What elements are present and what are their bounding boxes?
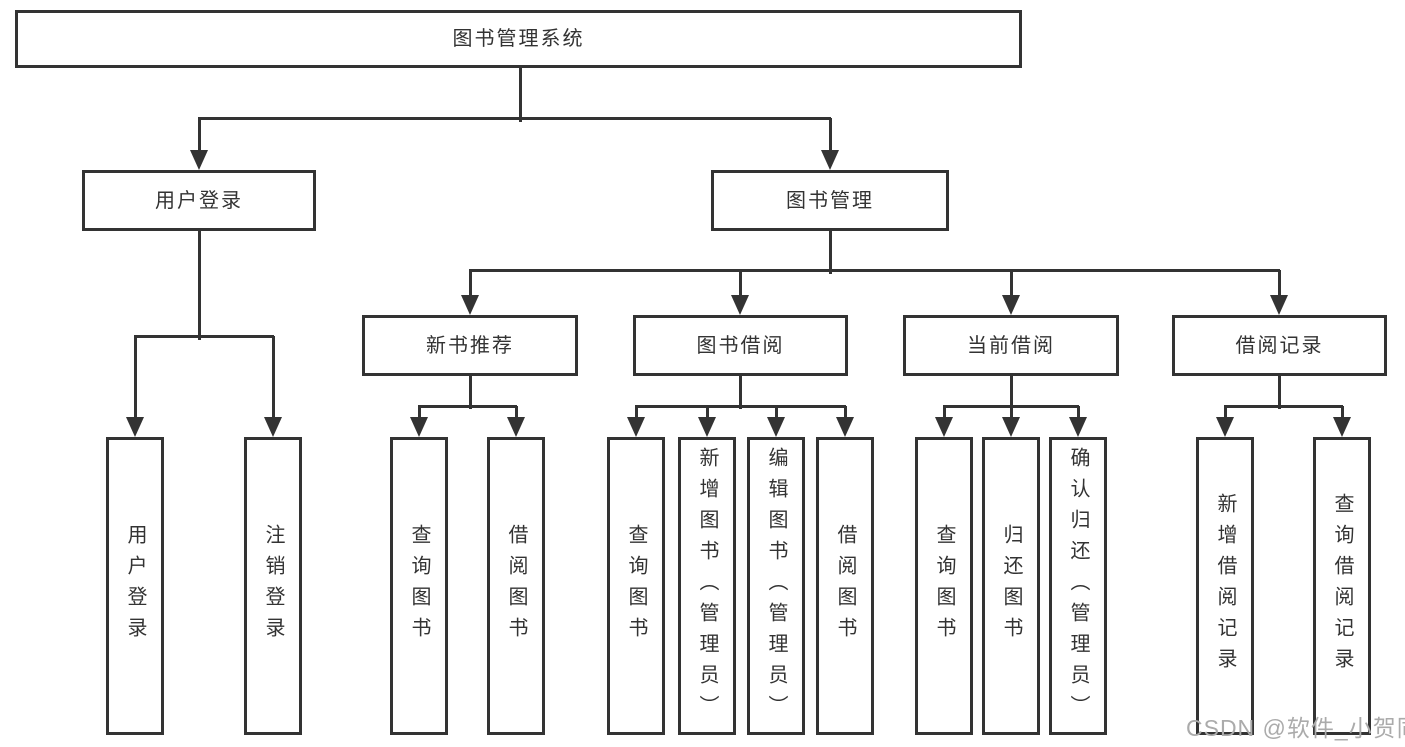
connector-line-vertical (706, 406, 709, 421)
connector-line-vertical (198, 231, 201, 340)
arrowhead-down-icon (1216, 417, 1234, 437)
arrowhead-down-icon (264, 417, 282, 437)
connector-line-vertical (134, 336, 137, 421)
connector-line-vertical (1278, 376, 1281, 409)
connector-line-vertical (418, 406, 421, 421)
node-leaf-query-books-borrowing: 查询图书 (607, 437, 665, 735)
node-borrowing-records: 借阅记录 (1172, 315, 1387, 376)
node-book-borrowing: 图书借阅 (633, 315, 848, 376)
connector-line-vertical (1010, 270, 1013, 299)
arrowhead-down-icon (767, 417, 785, 437)
node-leaf-borrow-books-recommend: 借阅图书 (487, 437, 545, 735)
connector-line-vertical (272, 336, 275, 421)
connector-line-horizontal (134, 335, 274, 338)
connector-line-vertical (943, 406, 946, 421)
connector-line-horizontal (198, 117, 831, 120)
node-book-management: 图书管理 (711, 170, 949, 231)
connector-line-vertical (1278, 270, 1281, 299)
node-root: 图书管理系统 (15, 10, 1022, 68)
connector-line-vertical (469, 270, 472, 299)
connector-line-horizontal (418, 405, 517, 408)
arrowhead-down-icon (507, 417, 525, 437)
connector-line-vertical (635, 406, 638, 421)
connector-line-vertical (829, 231, 832, 274)
arrowhead-down-icon (698, 417, 716, 437)
node-new-book-recommend: 新书推荐 (362, 315, 578, 376)
connector-line-horizontal (469, 269, 1280, 272)
node-leaf-query-books-current: 查询图书 (915, 437, 973, 735)
node-leaf-query-books-recommend: 查询图书 (390, 437, 448, 735)
arrowhead-down-icon (1069, 417, 1087, 437)
arrowhead-down-icon (821, 150, 839, 170)
connector-line-vertical (1010, 406, 1013, 421)
arrowhead-down-icon (1002, 295, 1020, 315)
connector-line-vertical (739, 376, 742, 409)
arrowhead-down-icon (126, 417, 144, 437)
connector-line-vertical (469, 376, 472, 409)
connector-line-vertical (198, 118, 201, 154)
connector-line-vertical (519, 68, 522, 122)
arrowhead-down-icon (627, 417, 645, 437)
arrowhead-down-icon (410, 417, 428, 437)
node-leaf-add-books-admin: 新增图书（管理员） (678, 437, 736, 735)
node-leaf-edit-books-admin: 编辑图书（管理员） (747, 437, 805, 735)
arrowhead-down-icon (461, 295, 479, 315)
arrowhead-down-icon (836, 417, 854, 437)
node-leaf-add-borrow-record: 新增借阅记录 (1196, 437, 1254, 735)
connector-line-vertical (1077, 406, 1080, 421)
connector-line-vertical (1224, 406, 1227, 421)
node-leaf-logout: 注销登录 (244, 437, 302, 735)
connector-line-horizontal (1224, 405, 1343, 408)
arrowhead-down-icon (935, 417, 953, 437)
node-leaf-return-books: 归还图书 (982, 437, 1040, 735)
node-leaf-query-borrow-record: 查询借阅记录 (1313, 437, 1371, 735)
arrowhead-down-icon (731, 295, 749, 315)
connector-line-horizontal (635, 405, 846, 408)
connector-line-vertical (739, 270, 742, 299)
connector-line-vertical (844, 406, 847, 421)
connector-line-vertical (1010, 376, 1013, 409)
arrowhead-down-icon (1002, 417, 1020, 437)
connector-line-vertical (515, 406, 518, 421)
node-leaf-user-login: 用户登录 (106, 437, 164, 735)
arrowhead-down-icon (1333, 417, 1351, 437)
watermark: CSDN @软件_小贺同学 (1186, 715, 1405, 741)
connector-line-vertical (775, 406, 778, 421)
node-current-borrowing: 当前借阅 (903, 315, 1119, 376)
connector-line-vertical (1341, 406, 1344, 421)
connector-line-vertical (829, 118, 832, 154)
node-leaf-borrow-books: 借阅图书 (816, 437, 874, 735)
arrowhead-down-icon (1270, 295, 1288, 315)
node-user-login: 用户登录 (82, 170, 316, 231)
node-leaf-confirm-return-admin: 确认归还（管理员） (1049, 437, 1107, 735)
arrowhead-down-icon (190, 150, 208, 170)
